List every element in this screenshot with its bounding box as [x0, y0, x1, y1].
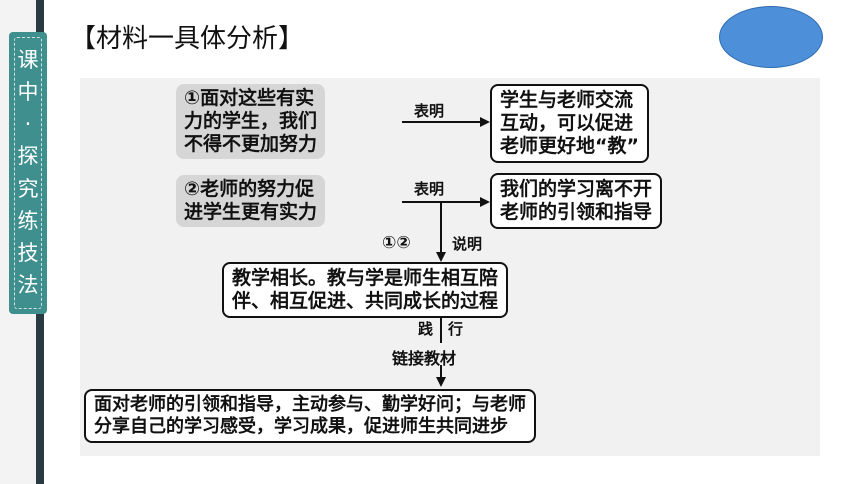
- node-a1: ①面对这些有实 力的学生，我们 不得不更加努力: [176, 84, 326, 159]
- node-a2: ②老师的努力促 进学生更有实力: [176, 175, 326, 227]
- section-tab-char: 课: [17, 47, 39, 72]
- edge-label-e3-nums: ①②: [382, 233, 411, 253]
- section-tab-char: 探: [17, 144, 39, 169]
- edge-label-e4a: 践: [418, 320, 434, 338]
- node-b2-line: 我们的学习离不开: [500, 178, 653, 200]
- node-c-line: 教学相长。教与学是师生相互陪: [232, 267, 499, 289]
- node-a1-line: ①面对这些有实: [184, 87, 315, 109]
- node-d-line: 面对老师的引领和指导，主动参与、勤学好问；与老师: [94, 394, 526, 415]
- section-tab-char: 中: [17, 79, 39, 104]
- node-c: 教学相长。教与学是师生相互陪 伴、相互促进、共同成长的过程: [222, 262, 509, 318]
- node-a1-line: 力的学生，我们: [184, 110, 318, 132]
- section-tab-char: 法: [17, 273, 39, 298]
- node-b2: 我们的学习离不开 老师的引领和指导: [490, 173, 663, 229]
- node-b1-line: 互动，可以促进: [500, 112, 634, 134]
- node-a2-line: ②老师的努力促: [184, 178, 315, 200]
- section-tab-char: 究: [17, 176, 39, 201]
- page-title: 【材料一具体分析】: [70, 24, 305, 54]
- section-tab: 课 中 · 探 究 练 技 法: [9, 32, 47, 314]
- edge-label-e3: 说明: [452, 235, 483, 253]
- edge-label-e1: 表明: [414, 102, 445, 120]
- node-d: 面对老师的引领和指导，主动参与、勤学好问；与老师 分享自己的学习感受，学习成果，…: [84, 389, 536, 443]
- edge-label-e2: 表明: [414, 180, 445, 198]
- node-b1-line: 学生与老师交流: [500, 89, 634, 111]
- node-b2-line: 老师的引领和指导: [500, 201, 653, 223]
- node-a1-line: 不得不更加努力: [184, 133, 318, 155]
- decorative-ellipse: [719, 6, 823, 68]
- section-tab-char: 练: [17, 208, 39, 233]
- section-tab-char: ·: [24, 112, 32, 137]
- diagram-arrows: [402, 117, 490, 387]
- node-b1: 学生与老师交流 互动，可以促进 老师更好地“教”: [490, 84, 649, 163]
- flow-diagram: ①面对这些有实 力的学生，我们 不得不更加努力 表明 学生与老师交流 互动，可以…: [80, 78, 820, 456]
- edge-label-e5: 链接教材: [392, 349, 457, 368]
- node-a2-line: 进学生更有实力: [184, 201, 318, 223]
- section-tab-label: 课 中 · 探 究 练 技 法: [14, 37, 42, 309]
- edge-label-e4b: 行: [448, 320, 464, 338]
- node-b1-line: 老师更好地“教”: [500, 135, 639, 157]
- node-d-line: 分享自己的学习感受，学习成果，促进师生共同进步: [94, 416, 508, 437]
- node-c-line: 伴、相互促进、共同成长的过程: [232, 290, 499, 312]
- section-tab-char: 技: [17, 241, 39, 266]
